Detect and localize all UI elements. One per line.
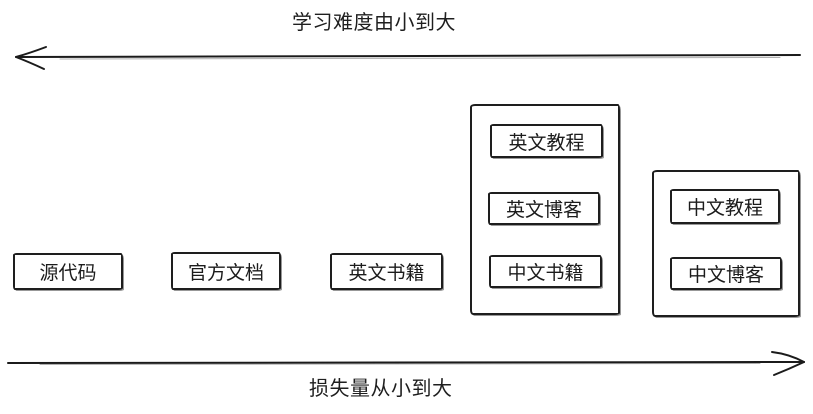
box-english-blogs: 英文博客 <box>488 192 600 225</box>
box-official-docs: 官方文档 <box>171 252 281 290</box>
group-box-english-cluster: 英文教程 英文博客 中文书籍 <box>470 104 620 315</box>
arrow-right-icon <box>7 351 805 376</box>
group-box-chinese-cluster: 中文教程 中文博客 <box>652 170 800 317</box>
top-axis-label: 学习难度由小到大 <box>292 12 456 34</box>
bottom-axis-label: 损失量从小到大 <box>309 378 453 400</box>
box-chinese-tutorials: 中文教程 <box>670 189 780 224</box>
box-chinese-blogs: 中文博客 <box>670 257 782 290</box>
box-english-tutorials: 英文教程 <box>490 124 603 158</box>
box-source-code: 源代码 <box>13 253 123 290</box>
box-english-books: 英文书籍 <box>330 253 443 290</box>
box-chinese-books: 中文书籍 <box>489 255 602 288</box>
arrow-left-icon <box>15 46 801 70</box>
